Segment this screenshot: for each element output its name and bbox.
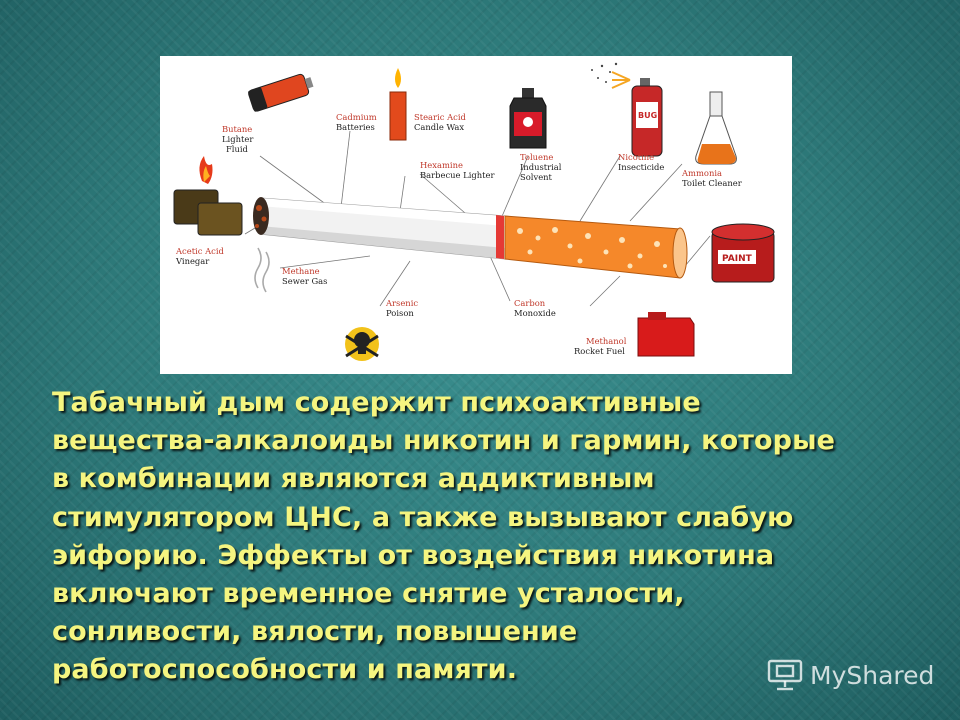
candle-icon xyxy=(389,68,407,141)
label-hexamine: Hexamine xyxy=(420,160,463,170)
label-hexamine-use: Barbecue Lighter xyxy=(420,170,495,180)
battery-icon xyxy=(248,73,314,112)
cigarette-chemicals-illustration: BUG PAINT xyxy=(160,56,792,374)
label-toluene-use-2: Solvent xyxy=(520,172,553,182)
body-line: в комбинации являются аддиктивным xyxy=(52,463,655,495)
label-carbon: Carbon xyxy=(514,298,546,308)
body-line: Табачный дым содержит психоактивные xyxy=(52,387,701,418)
bug-spray-label: BUG xyxy=(638,111,657,120)
presentation-icon xyxy=(767,659,803,691)
body-line: работоспособности и памяти. xyxy=(52,654,518,686)
watermark-text: MyShared xyxy=(810,660,935,690)
body-line: вещества-алкалоиды никотин и гармин, кот… xyxy=(52,425,835,457)
paint-can-icon: PAINT xyxy=(711,223,775,283)
label-stearic-use: Candle Wax xyxy=(414,122,464,132)
label-cadmium-use: Batteries xyxy=(336,122,375,132)
label-methanol: Methanol xyxy=(586,336,627,346)
label-stearic: Stearic Acid xyxy=(414,112,467,122)
label-butane-use-2: Fluid xyxy=(226,144,249,154)
body-line: эйфорию. Эффекты от воздействия никотина xyxy=(52,539,775,571)
label-arsenic-use: Poison xyxy=(386,308,414,318)
label-carbon-use: Monoxide xyxy=(514,308,556,318)
label-toluene: Toluene xyxy=(520,152,553,162)
body-line: сонливости, вялости, повышение xyxy=(52,616,578,648)
lighter-icon xyxy=(173,156,243,236)
spray-can-icon: BUG xyxy=(591,62,663,157)
label-arsenic: Arsenic xyxy=(385,298,418,308)
watermark: MyShared xyxy=(766,655,934,695)
body-line: включают временное снятие усталости, xyxy=(52,578,685,610)
label-methane-use: Sewer Gas xyxy=(282,276,327,286)
body-line: стимулятором ЦНС, а также вызывают слабу… xyxy=(52,501,794,533)
label-toluene-use: Industrial xyxy=(520,162,562,172)
leader-lines xyxy=(244,130,711,307)
label-nicotine: Nicotine xyxy=(618,152,654,162)
label-methanol-use: Rocket Fuel xyxy=(574,346,625,356)
label-acetic: Acetic Acid xyxy=(175,246,225,256)
label-nicotine-use: Insecticide xyxy=(618,162,664,172)
label-ammonia: Ammonia xyxy=(681,168,722,178)
label-acetic-use: Vinegar xyxy=(175,256,209,266)
fuel-can-icon xyxy=(637,312,695,357)
label-butane: Butane xyxy=(222,124,252,134)
solvent-bottle-icon xyxy=(509,88,547,149)
label-butane-use: Lighter xyxy=(222,134,253,144)
body-text: Табачный дым содержит психоактивные веще… xyxy=(52,384,912,690)
flask-icon xyxy=(695,91,737,165)
paint-can-label: PAINT xyxy=(722,254,753,264)
label-methane: Methane xyxy=(282,266,320,276)
skull-icon xyxy=(345,327,379,361)
label-ammonia-use: Toilet Cleaner xyxy=(682,178,742,188)
fumes-icon xyxy=(254,247,270,293)
label-cadmium: Cadmium xyxy=(336,112,377,122)
cigarette xyxy=(253,197,688,279)
